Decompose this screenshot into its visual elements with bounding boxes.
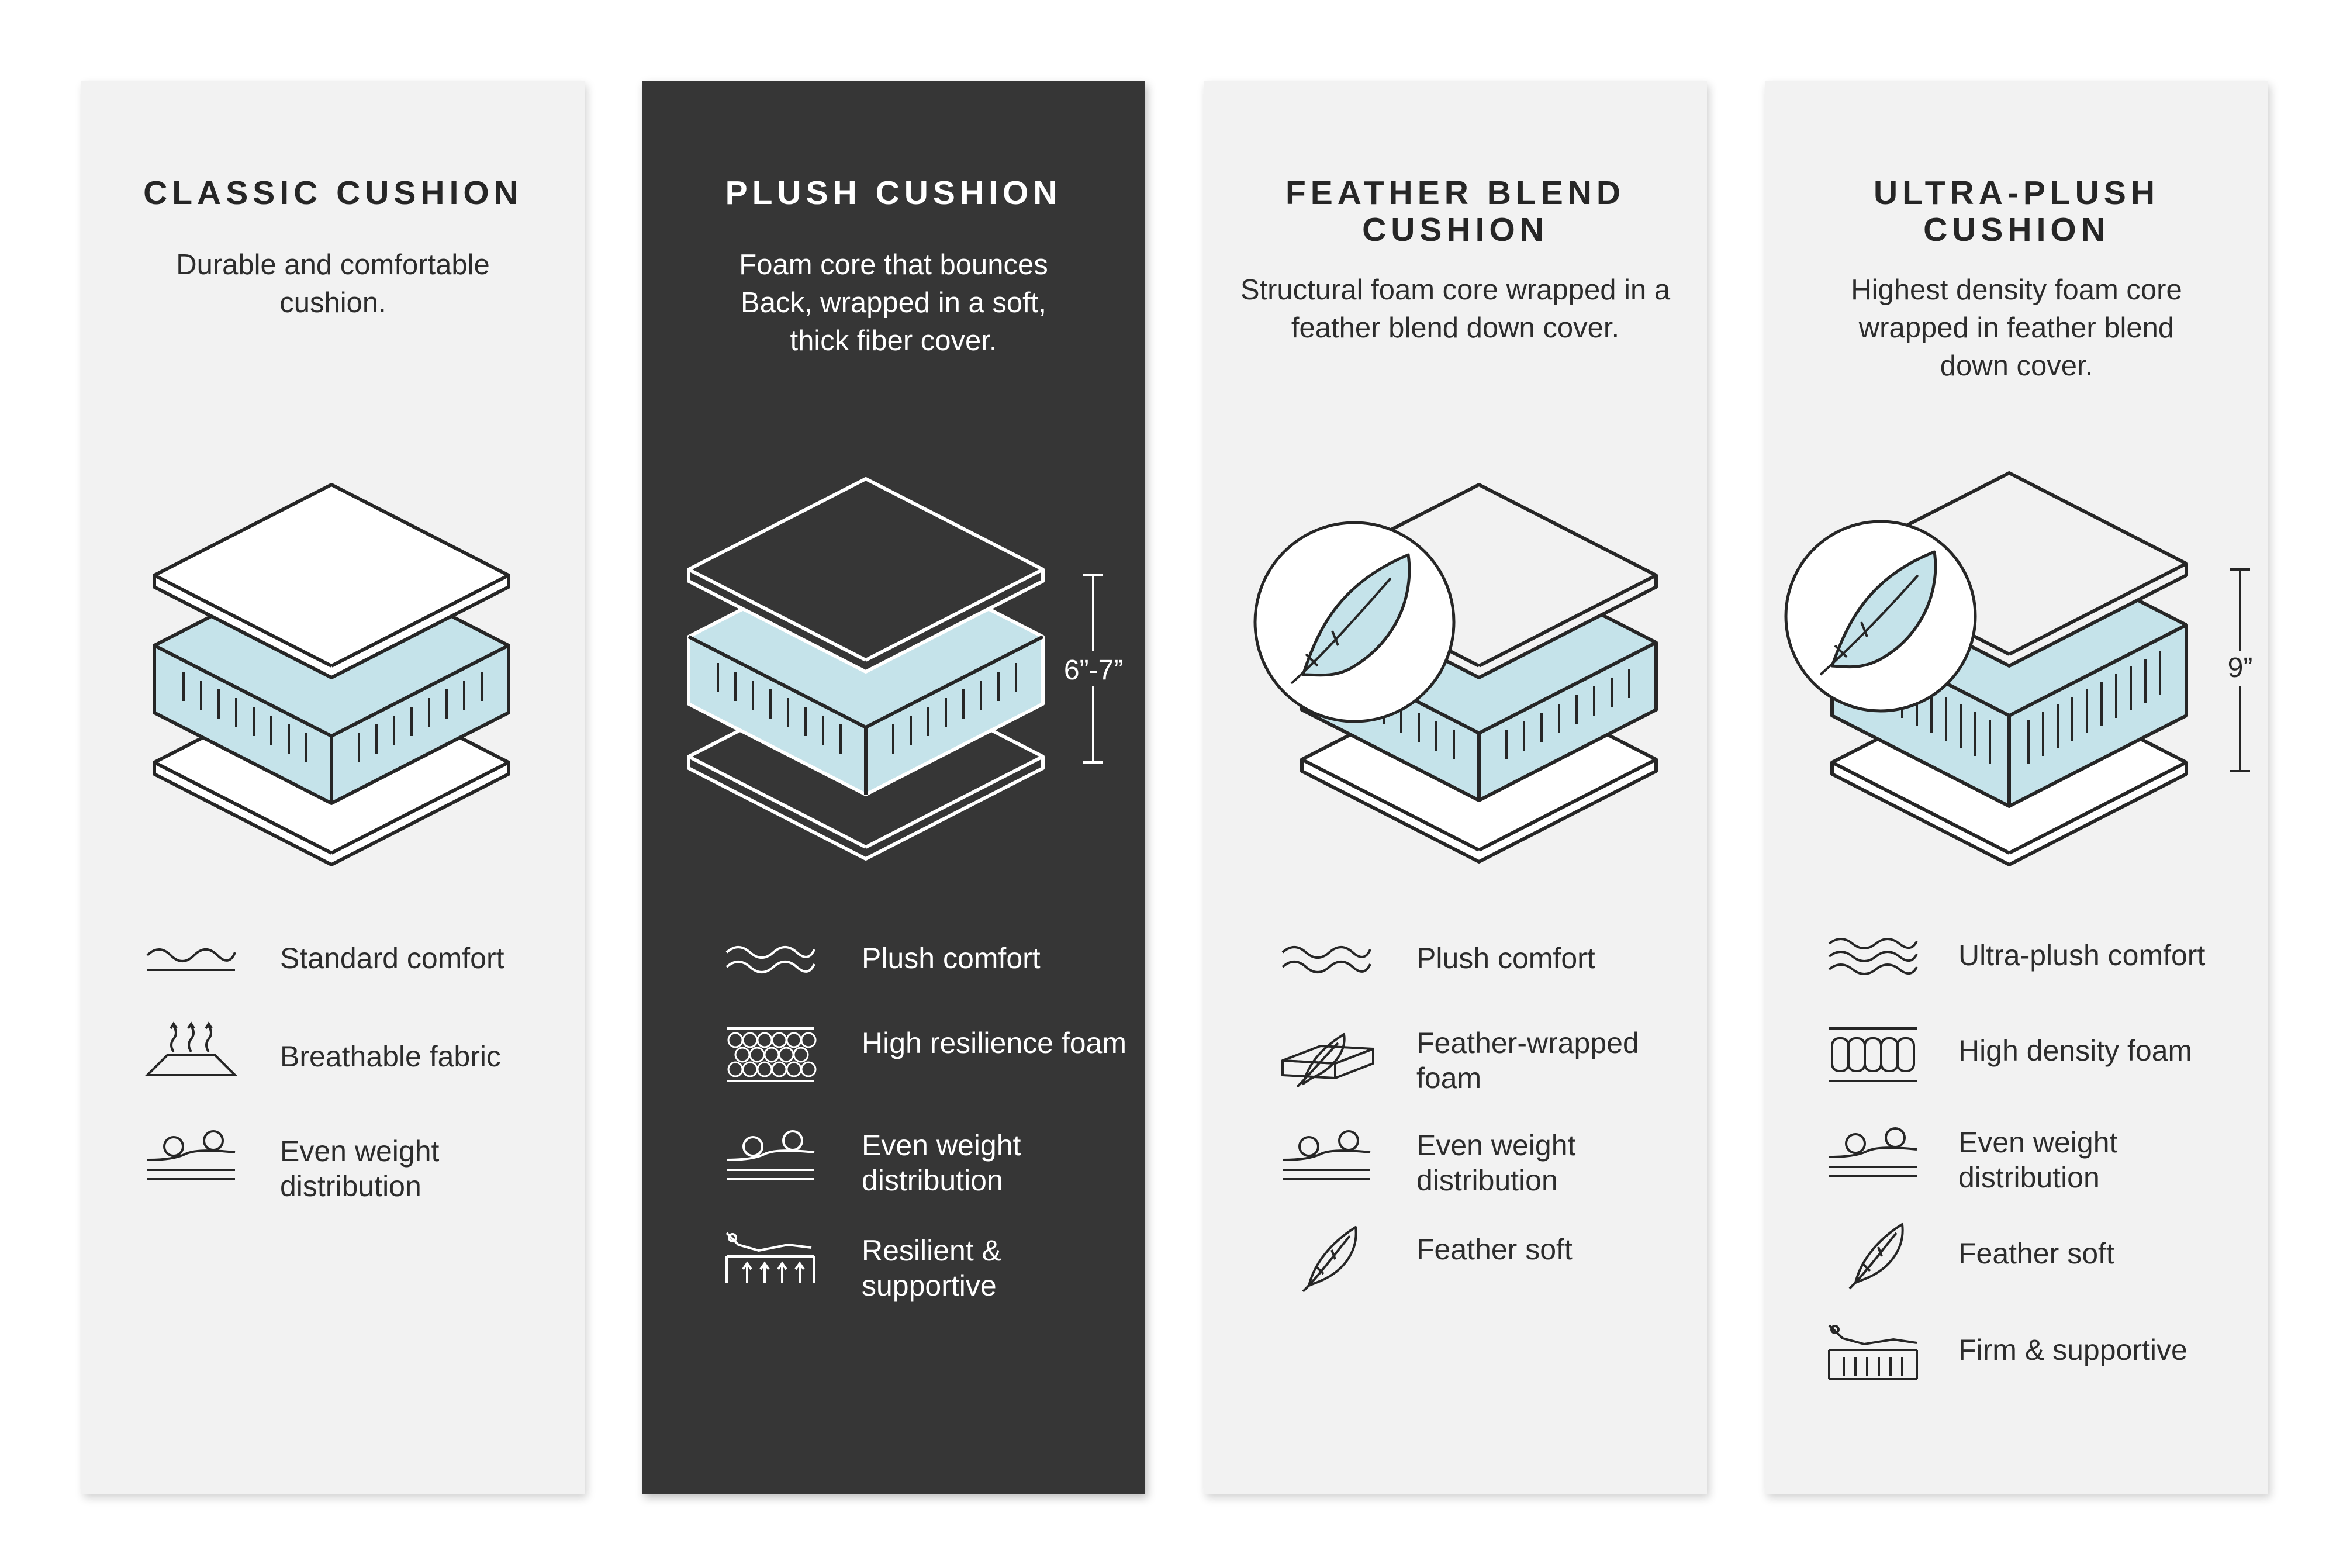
- feature-label: Even weight distribution: [1416, 1129, 1576, 1197]
- feature-label: Plush comfort: [1416, 942, 1595, 975]
- card-title: FEATHER BLEND CUSHION: [1285, 174, 1626, 248]
- card-description: Highest density foam core wrapped in fea…: [1851, 274, 2182, 382]
- weight-distribution-icon: [147, 1130, 236, 1180]
- cushion-layers-illustration: [687, 477, 1124, 861]
- feature-label: Even weight distribution: [1958, 1126, 2118, 1194]
- card-title: PLUSH CUSHION: [725, 174, 1062, 212]
- weight-distribution-icon: [1829, 1127, 1917, 1177]
- honeycomb-foam-icon: [727, 1027, 817, 1082]
- card-ultra-plush-cushion: ULTRA-PLUSH CUSHION Highest density foam…: [1765, 81, 2268, 1494]
- feature-label: Standard comfort: [280, 942, 504, 975]
- cushion-layers-illustration: [1784, 471, 2254, 866]
- feature-label: Feather soft: [1416, 1233, 1573, 1266]
- wave-icon: [725, 946, 815, 973]
- cushion-layers-illustration: [1253, 483, 1658, 864]
- weight-distribution-icon: [1282, 1130, 1371, 1180]
- feature-label: High resilience foam: [862, 1027, 1126, 1059]
- breathable-fabric-icon: [144, 1021, 238, 1076]
- feature-label: Resilient & supportive: [862, 1234, 1001, 1302]
- support-icon: [1828, 1324, 1918, 1380]
- weight-distribution-icon: [726, 1130, 815, 1180]
- feather-wrapped-foam-icon: [1281, 1033, 1374, 1088]
- card-description: Durable and comfortable cushion.: [176, 249, 490, 319]
- card-feather-blend-cushion: FEATHER BLEND CUSHION Structural foam co…: [1204, 81, 1707, 1494]
- card-classic-cushion: CLASSIC CUSHION Durable and comfortable …: [81, 81, 585, 1494]
- feature-label: Ultra-plush comfort: [1958, 939, 2206, 972]
- card-description: Foam core that bounces Back, wrapped in …: [739, 249, 1048, 357]
- feature-label: Feather-wrapped foam: [1416, 1027, 1639, 1094]
- feature-label: Breathable fabric: [280, 1040, 502, 1073]
- height-measurement-label: 6”-7”: [1063, 655, 1124, 686]
- feature-label: Even weight distribution: [280, 1135, 440, 1203]
- feather-icon: [1302, 1226, 1357, 1293]
- support-icon: [725, 1232, 815, 1283]
- wave-icon: [146, 948, 236, 971]
- feature-label: Firm & supportive: [1958, 1334, 2187, 1366]
- wave-icon: [1828, 938, 1918, 975]
- foam-block-icon: [1829, 1027, 1917, 1082]
- card-description: Structural foam core wrapped in a feathe…: [1240, 274, 1671, 344]
- feature-label: Feather soft: [1958, 1237, 2114, 1270]
- card-title: CLASSIC CUSHION: [143, 174, 523, 212]
- cushion-layers-illustration: [153, 483, 510, 866]
- feature-label: Even weight distribution: [862, 1129, 1021, 1197]
- feature-label: Plush comfort: [862, 942, 1041, 975]
- feature-label: High density foam: [1958, 1034, 2193, 1067]
- feather-icon: [1848, 1223, 1904, 1290]
- card-title: ULTRA-PLUSH CUSHION: [1873, 174, 2160, 248]
- wave-icon: [1281, 946, 1371, 973]
- card-plush-cushion: PLUSH CUSHION Foam core that bounces Bac…: [642, 81, 1145, 1494]
- height-measurement-label: 9”: [2227, 652, 2253, 683]
